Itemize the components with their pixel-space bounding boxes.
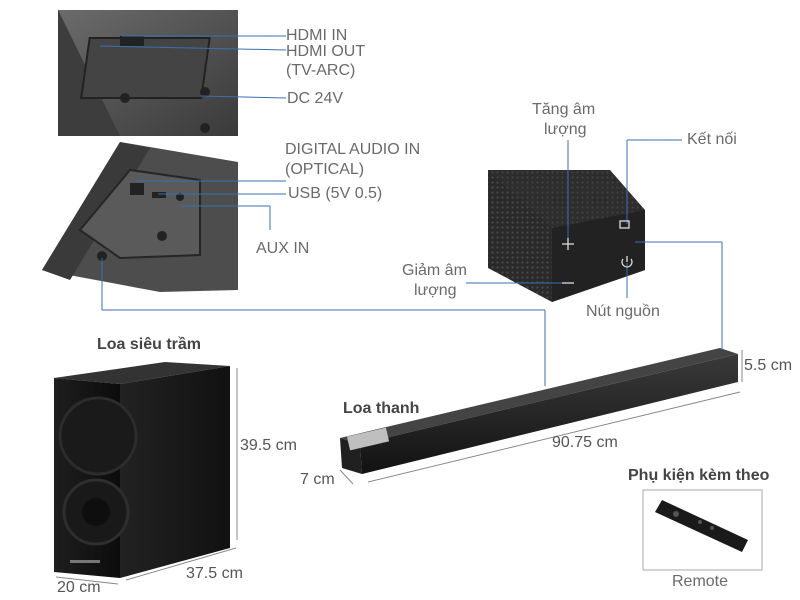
connector-panel-bottom bbox=[42, 142, 238, 292]
volume-down-label-2: lượng bbox=[414, 282, 457, 299]
hdmi-in-label: HDMI IN bbox=[286, 27, 348, 44]
subwoofer-width: 20 cm bbox=[57, 579, 101, 596]
soundbar-image bbox=[340, 348, 738, 474]
connector-panel-top bbox=[58, 10, 238, 136]
tv-arc-label: (TV-ARC) bbox=[286, 62, 356, 79]
remote-image bbox=[642, 489, 763, 571]
digital-audio-label: DIGITAL AUDIO IN bbox=[285, 141, 421, 158]
power-button-label: Nút nguồn bbox=[586, 303, 660, 320]
usb-label: USB (5V 0.5) bbox=[288, 185, 383, 202]
hdmi-out-label: HDMI OUT bbox=[286, 43, 366, 60]
soundbar-height: 5.5 cm bbox=[744, 357, 793, 374]
subwoofer-height: 39.5 cm bbox=[240, 437, 297, 454]
accessories-title: Phụ kiện kèm theo bbox=[628, 467, 770, 484]
soundbar-length: 90.75 cm bbox=[552, 434, 618, 451]
control-icons bbox=[562, 220, 633, 284]
remote-label: Remote bbox=[672, 573, 729, 590]
soundbar-depth: 7 cm bbox=[300, 471, 335, 488]
dimension-lines bbox=[55, 350, 743, 585]
volume-down-label-1: Giảm âm bbox=[402, 262, 467, 279]
subwoofer-image bbox=[54, 362, 230, 578]
aux-in-label: AUX IN bbox=[256, 240, 310, 257]
callout-lines bbox=[99, 35, 723, 386]
speaker-end-closeup bbox=[488, 170, 645, 302]
subwoofer-depth: 37.5 cm bbox=[186, 565, 243, 582]
volume-up-label-1: Tăng âm bbox=[532, 101, 596, 118]
dc-label: DC 24V bbox=[287, 90, 344, 107]
connect-label: Kết nối bbox=[687, 131, 737, 148]
soundbar-title: Loa thanh bbox=[343, 400, 420, 417]
optical-label: (OPTICAL) bbox=[285, 161, 365, 178]
subwoofer-title: Loa siêu trầm bbox=[97, 336, 202, 353]
volume-up-label-2: lượng bbox=[544, 121, 587, 138]
